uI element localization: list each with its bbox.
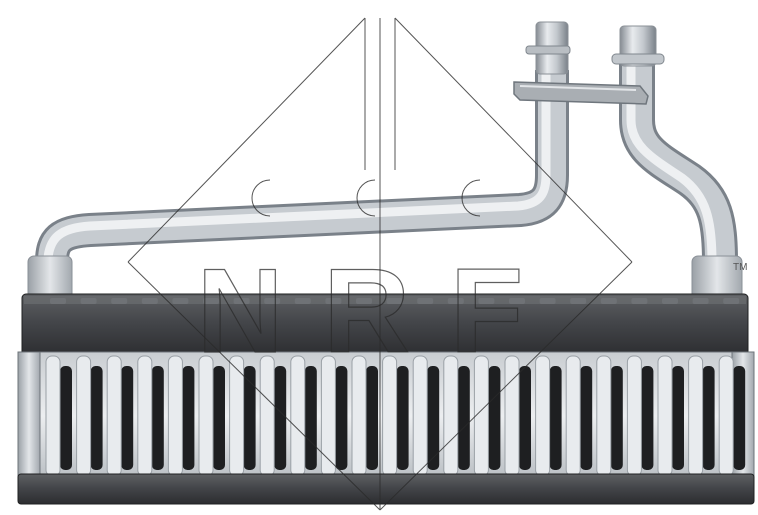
core-fin-gap [335,366,348,470]
core-fin-gap [243,366,256,470]
core-fin-gap [427,366,440,470]
core-tube [657,355,673,477]
core-tube [626,355,642,477]
left-side-plate [17,351,41,481]
top-tank [21,293,749,357]
tank-rib [141,298,158,304]
core-fin-gap [488,366,501,470]
radiator-core [17,351,755,481]
tank-rib [692,298,709,304]
core-fin-gap [366,366,378,470]
core-fin-gap [641,366,654,470]
watermark-trademark: TM [733,262,747,273]
tank-rib [478,298,495,304]
core-fin-gap [519,366,531,470]
core-fin-gap [733,366,746,470]
tank-rib [233,298,250,304]
tank-rib [203,298,219,304]
left-pipe-tip [525,21,571,75]
right-outlet-pipe [619,60,738,263]
tank-rib [80,298,97,304]
watermark-brand-text: NRF [197,244,564,378]
tank-rib [50,298,66,304]
core-tube [45,355,61,477]
tank-rib [417,298,434,304]
tank-rib [662,298,678,304]
tank-rib [111,298,128,304]
left-pipe-collar [27,255,73,301]
core-fin-gap [457,366,470,470]
core-tube [688,355,704,477]
core-tube [106,355,122,477]
core-tube [565,355,581,477]
core-fin-gap [304,366,317,470]
tank-rib [356,298,372,304]
core-fin-gap [121,366,134,470]
core-fin-gap [396,366,409,470]
tank-rib [600,298,617,304]
core-fin-gap [90,366,103,470]
brand-watermark [127,17,633,511]
left-inlet-pipe [35,70,569,263]
tank-rib [539,298,556,304]
tank-rib [447,298,464,304]
core-fin-gap [213,366,225,470]
tank-rib [631,298,648,304]
core-fin-gap [274,366,287,470]
core-fin-gap [151,366,164,470]
core-fin-gap [60,366,72,470]
mounting-bracket [513,81,649,105]
core-tube [596,355,612,477]
tank-rib [172,298,189,304]
core-fin-gap [610,366,623,470]
core-fin-gap [580,366,593,470]
right-pipe-tip [611,25,665,67]
tank-rib [294,298,311,304]
core-tube [76,355,92,477]
tank-rib [325,298,342,304]
tank-rib [264,298,281,304]
core-fin-gap [182,366,195,470]
tank-rib [723,298,740,304]
tank-rib [386,298,403,304]
core-tube [137,355,153,477]
core-tube [167,355,183,477]
core-fin-gap [702,366,715,470]
tank-rib [570,298,587,304]
core-fin-gap [672,366,684,470]
bottom-tank [17,473,755,505]
core-tube [718,355,734,477]
core-fin-gap [549,366,562,470]
tank-rib [509,298,525,304]
